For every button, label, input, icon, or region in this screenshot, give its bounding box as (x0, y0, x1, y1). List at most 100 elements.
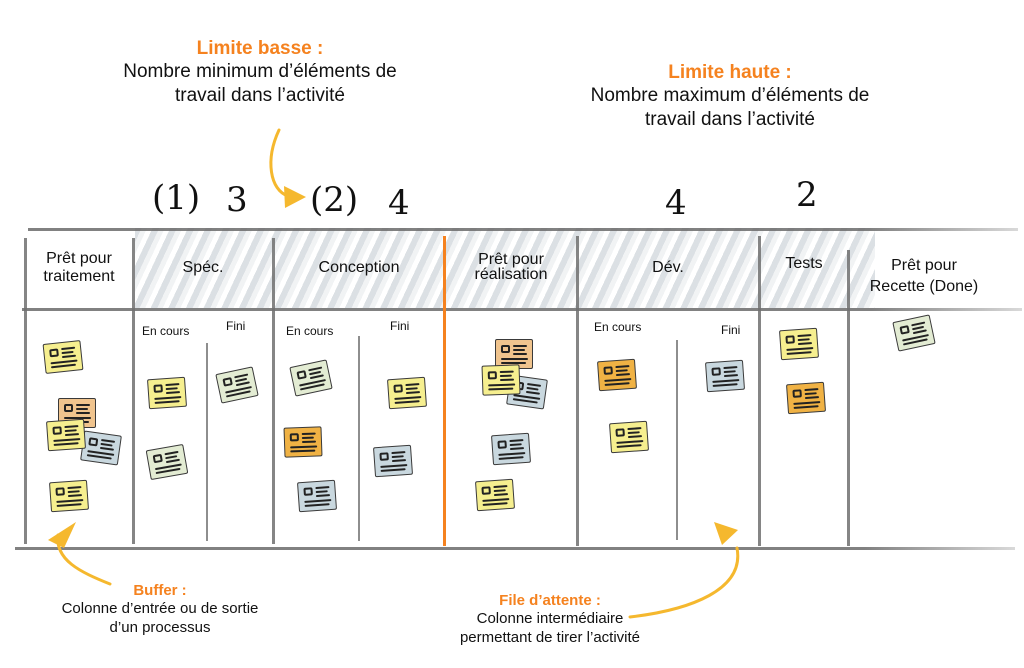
card-text-line (501, 358, 528, 360)
kanban-card[interactable] (48, 479, 90, 513)
card-text-line (315, 494, 331, 498)
card-avatar-icon (289, 433, 299, 442)
tests-max-limit: 2 (796, 175, 818, 215)
kanban-card[interactable] (785, 381, 827, 415)
kanban-card[interactable] (495, 339, 533, 369)
card-avatar-icon (711, 367, 721, 376)
card-text-line (513, 349, 525, 351)
kanban-card[interactable] (372, 444, 414, 478)
card-text-line (513, 345, 527, 347)
card-avatar-icon (899, 325, 910, 335)
kanban-card[interactable] (596, 358, 638, 392)
kanban-card[interactable] (490, 432, 532, 466)
card-text-line (61, 350, 74, 355)
buffer-line2: d’un processus (109, 619, 211, 636)
card-text-line (509, 439, 524, 443)
column-divider (758, 236, 761, 546)
buffer-line1: Colonne d’entrée ou de sortie (61, 600, 259, 617)
queue-line2: permettant de tirer l’activité (459, 629, 641, 646)
card-text-line (61, 354, 77, 359)
card-text-line (165, 383, 180, 387)
card-text-line (67, 494, 83, 498)
queue-title: File d’attente : (499, 592, 601, 609)
card-text-line (723, 370, 736, 374)
kanban-card[interactable] (778, 327, 820, 361)
card-avatar-icon (49, 348, 59, 358)
queue-annotation: File d’attente : Colonne intermédiaire p… (400, 592, 700, 647)
buffer-annotation: Buffer : Colonne d’entrée ou de sortie d… (10, 582, 310, 637)
card-text-line (290, 449, 316, 453)
column-header-spec: Spéc. (134, 259, 272, 277)
spec-max-limit: 3 (226, 180, 248, 220)
card-avatar-icon (222, 377, 233, 387)
card-text-line (509, 443, 522, 447)
card-text-line (615, 365, 630, 369)
card-text-line (493, 493, 509, 497)
kanban-card[interactable] (386, 376, 428, 410)
upper-limit-title: Limite haute : (668, 62, 792, 83)
card-text-line (501, 362, 526, 364)
card-text-line (405, 391, 421, 395)
card-text-line (154, 400, 180, 404)
card-avatar-icon (785, 335, 795, 344)
card-text-line (525, 390, 541, 395)
column-header-tests: Tests (760, 255, 848, 273)
card-text-line (50, 363, 76, 369)
card-avatar-icon (497, 440, 507, 449)
dev-max-limit: 4 (665, 183, 687, 223)
column-header-conception: Conception (274, 259, 444, 277)
upper-limit-annotation: Limite haute : Nombre maximum d’éléments… (530, 62, 930, 132)
card-text-line (488, 387, 514, 391)
column-divider (132, 238, 135, 544)
card-avatar-icon (52, 426, 62, 435)
buffer-title: Buffer : (133, 582, 187, 599)
kanban-card[interactable] (283, 426, 323, 458)
spec-in-progress-label: En cours (142, 324, 190, 338)
kanban-card[interactable] (474, 478, 516, 512)
card-avatar-icon (603, 366, 613, 375)
subcolumn-divider (206, 343, 208, 541)
card-text-line (64, 425, 79, 429)
card-text-line (56, 503, 82, 507)
card-text-line (405, 383, 420, 387)
conception-in-progress-label: En cours (286, 324, 334, 338)
card-avatar-icon (379, 452, 389, 461)
kanban-card[interactable] (296, 479, 338, 513)
card-text-line (67, 486, 82, 490)
card-text-line (627, 427, 642, 431)
card-text-line (712, 383, 738, 387)
card-text-line (301, 440, 317, 444)
kanban-card[interactable] (45, 418, 87, 452)
header-line: Prêt pour (478, 251, 544, 268)
card-text-line (912, 329, 927, 335)
header-shading (135, 228, 875, 308)
lower-limit-line1: Nombre minimum d’éléments de (123, 61, 397, 82)
card-text-line (290, 445, 318, 449)
card-text-line (99, 446, 115, 451)
card-text-line (488, 383, 516, 387)
kanban-card[interactable] (146, 376, 188, 410)
card-text-line (499, 370, 514, 374)
kanban-card[interactable] (481, 364, 521, 396)
card-text-line (509, 447, 525, 451)
card-text-line (301, 436, 314, 440)
card-text-line (627, 431, 640, 435)
header-line: Recette (Done) (869, 278, 979, 295)
card-text-line (100, 442, 113, 447)
kanban-card[interactable] (608, 420, 650, 454)
card-text-line (301, 432, 316, 436)
column-header-ready-processing: Prêt pour traitement (26, 250, 132, 286)
kanban-card[interactable] (42, 340, 84, 374)
column-header-ready-realisation: Prêt pour réalisation (446, 251, 576, 283)
card-text-line (76, 408, 88, 410)
header-line: Prêt pour (891, 257, 957, 274)
column-divider (847, 250, 850, 546)
card-text-line (304, 503, 330, 507)
kanban-card[interactable] (704, 359, 746, 393)
card-text-line (64, 417, 91, 419)
kanban-card[interactable] (80, 430, 122, 466)
column-divider (272, 238, 275, 544)
card-text-line (67, 490, 80, 494)
queue-divider (443, 236, 446, 546)
